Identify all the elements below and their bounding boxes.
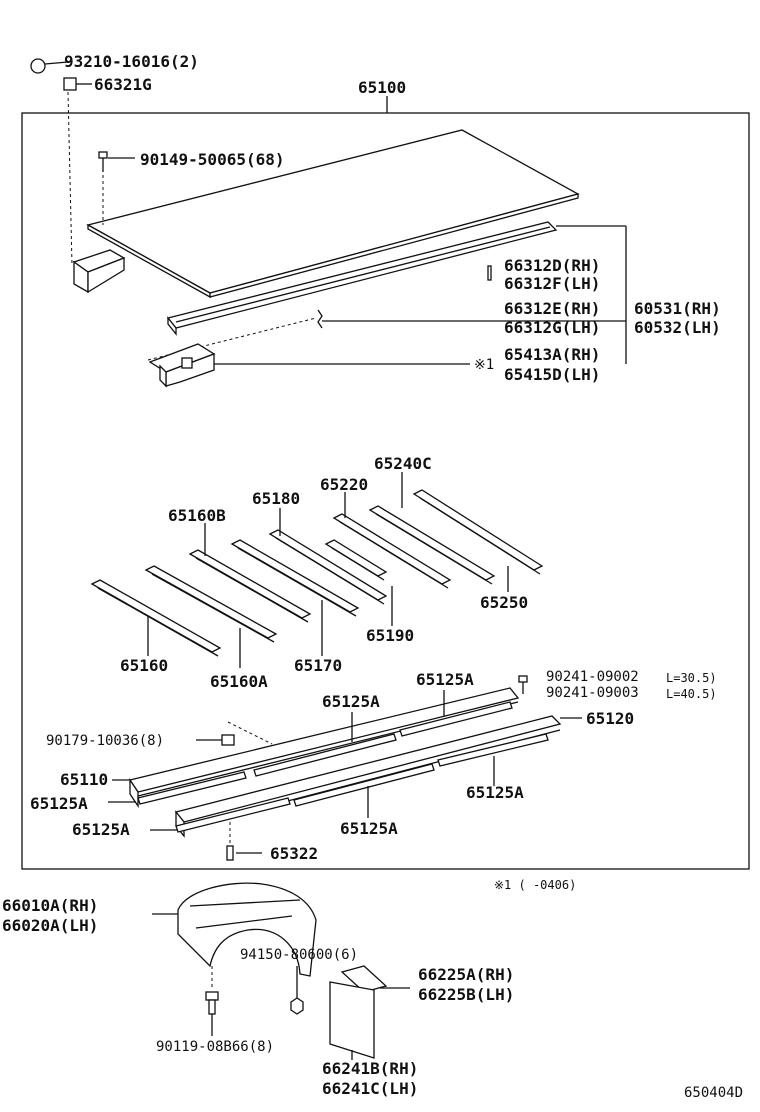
label-66312e: 66312E(RH) — [504, 299, 601, 318]
label-65125a-bottom-left: 65125A — [72, 820, 130, 839]
bracket-66225a — [340, 965, 410, 993]
bolt-90241 — [518, 675, 528, 694]
label-90241-09003-length: L=40.5) — [666, 687, 717, 701]
strip-65125a-5 — [293, 763, 435, 807]
label-65415d: 65415D(LH) — [504, 365, 601, 384]
strip-65125a-3 — [137, 771, 247, 805]
label-66312f: 66312F(LH) — [504, 274, 601, 293]
crossmember-65160 — [90, 579, 222, 657]
label-90179-10036: 90179-10036(8) — [46, 733, 165, 749]
label-note-mark: ※1 — [474, 357, 495, 373]
label-65250: 65250 — [480, 593, 529, 612]
clip-66312d — [487, 265, 492, 281]
crossmember-65170 — [230, 539, 360, 617]
deck-panel — [86, 129, 580, 299]
label-65190: 65190 — [366, 626, 415, 645]
label-65125a-left: 65125A — [30, 794, 88, 813]
label-90149-50065: 90149-50065(68) — [140, 150, 285, 169]
bolt-65322 — [226, 845, 262, 861]
label-90241-09003: 90241-09003 — [546, 685, 639, 701]
crossmember-65180 — [268, 529, 388, 605]
crossmember-65240c — [368, 505, 496, 585]
label-65322: 65322 — [270, 844, 319, 863]
strip-65125a-2 — [399, 701, 513, 737]
label-66241b: 66241B(RH) — [322, 1059, 419, 1078]
label-66321g: 66321G — [94, 75, 152, 94]
label-66312g: 66312G(LH) — [504, 318, 601, 337]
crossmember-65160b — [188, 549, 312, 623]
strip-65125a-6 — [437, 733, 549, 767]
label-90241-09002-length: L=30.5) — [666, 671, 717, 685]
bracket-rear-left — [72, 249, 126, 294]
label-66225b: 66225B(LH) — [418, 985, 515, 1004]
label-66010a: 66010A(RH) — [2, 896, 99, 915]
label-66241c: 66241C(LH) — [322, 1079, 419, 1098]
label-60531: 60531(RH) — [634, 299, 721, 318]
label-60532: 60532(LH) — [634, 318, 721, 337]
nut-94150 — [290, 966, 304, 1015]
nut-90179 — [196, 734, 235, 746]
label-93210-16016: 93210-16016(2) — [64, 52, 199, 71]
crossmember-65250 — [412, 489, 544, 575]
bracket-65413a — [148, 343, 216, 388]
label-66020a: 66020A(LH) — [2, 916, 99, 935]
label-90241-09002: 90241-09002 — [546, 669, 639, 685]
label-diagram-code: 650404D — [684, 1085, 744, 1101]
screw-93210 — [30, 58, 69, 74]
label-66225a: 66225A(RH) — [418, 965, 515, 984]
label-65120: 65120 — [586, 709, 635, 728]
label-65180: 65180 — [252, 489, 301, 508]
label-65413a: 65413A(RH) — [504, 345, 601, 364]
label-65100: 65100 — [358, 78, 407, 97]
clip-66312e — [317, 309, 323, 329]
assembly-frame — [21, 112, 750, 870]
label-65170: 65170 — [294, 656, 343, 675]
crossmember-65160a — [144, 565, 278, 643]
clip-66321g — [63, 77, 92, 91]
label-65125a-right: 65125A — [466, 783, 524, 802]
crossmember-65220 — [332, 513, 452, 589]
label-65160b: 65160B — [168, 506, 226, 525]
side-rail — [166, 221, 558, 336]
label-65125a-bottom-mid: 65125A — [340, 819, 398, 838]
fender-66010a — [177, 882, 317, 977]
crossmember-65190 — [324, 539, 388, 581]
strip-65125a-1 — [253, 733, 397, 777]
label-65160a: 65160A — [210, 672, 268, 691]
label-65160: 65160 — [120, 656, 169, 675]
label-65125a-top-mid: 65125A — [322, 692, 380, 711]
label-footnote: ※1 ( -0406) — [494, 878, 577, 892]
bolt-90119 — [205, 991, 219, 1036]
label-65220: 65220 — [320, 475, 369, 494]
mudflap-66241b — [329, 981, 375, 1059]
label-65125a-top-right: 65125A — [416, 670, 474, 689]
label-90119-08b66: 90119-08B66(8) — [156, 1039, 275, 1055]
label-94150-80600: 94150-80600(6) — [240, 947, 359, 963]
label-65240c: 65240C — [374, 454, 432, 473]
bolt-90149 — [98, 151, 135, 172]
label-66312d: 66312D(RH) — [504, 256, 601, 275]
label-65110: 65110 — [60, 770, 109, 789]
